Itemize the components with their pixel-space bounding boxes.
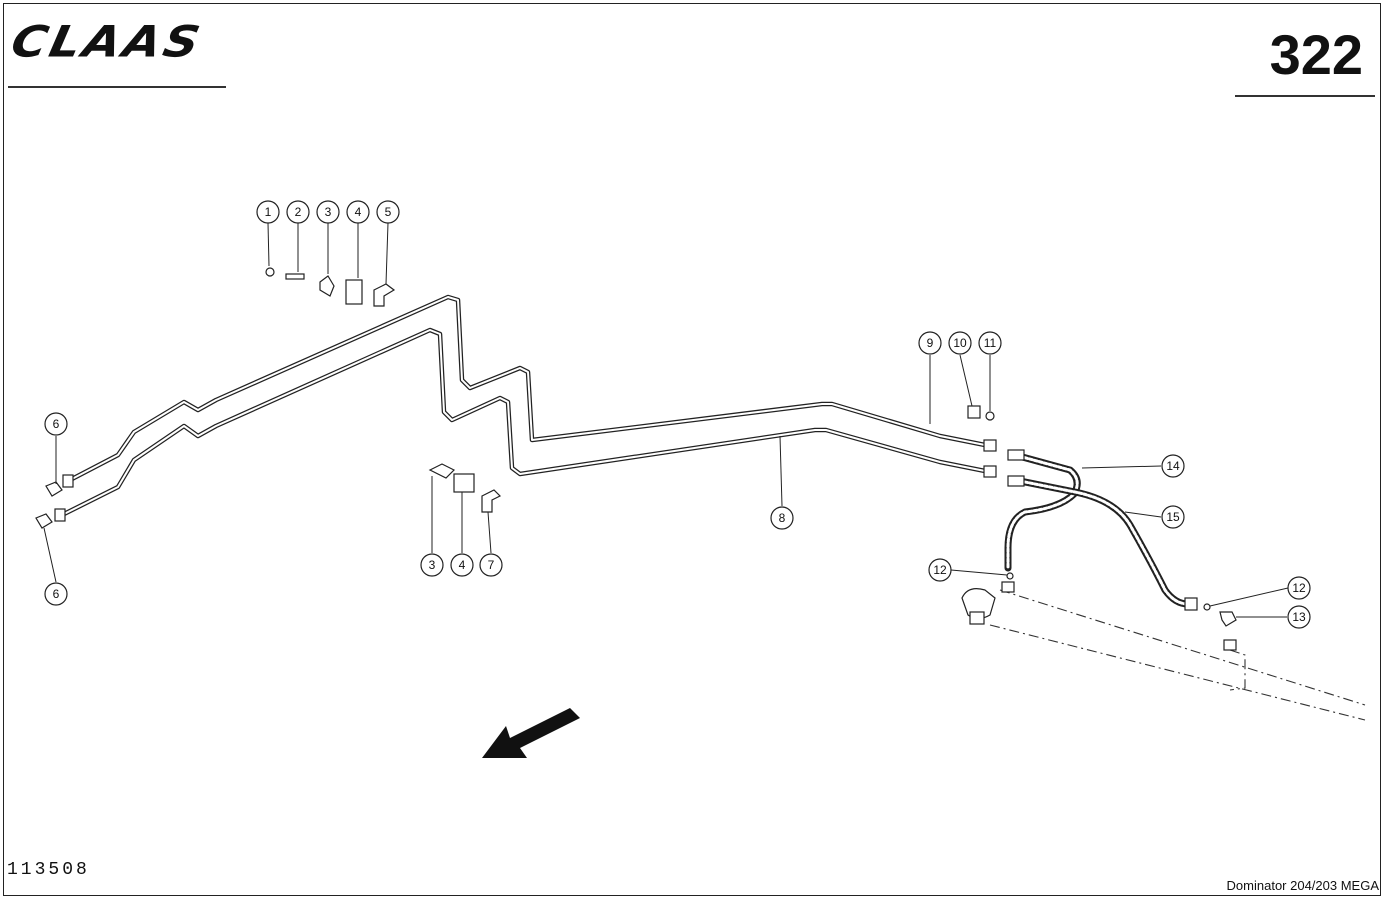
cylinder-port-right <box>1223 639 1237 651</box>
callout-5: 5 <box>376 200 400 224</box>
part-clamp-3 <box>319 275 335 297</box>
svg-text:7: 7 <box>488 558 495 572</box>
svg-text:12: 12 <box>1292 581 1306 595</box>
cylinder-end-fitting <box>969 611 985 625</box>
hose-fitting-15 <box>1007 475 1025 487</box>
drawing-frame <box>3 3 1381 896</box>
callout-12b: 12 <box>1287 576 1311 600</box>
pipe-upper <box>68 294 991 482</box>
callout-3a: 3 <box>316 200 340 224</box>
callout-3b: 3 <box>420 553 444 577</box>
svg-text:3: 3 <box>325 205 332 219</box>
cylinder-port-left <box>1001 581 1015 593</box>
hose-15 <box>1011 476 1192 608</box>
part-seal-12b <box>1203 603 1211 611</box>
part-washer-11 <box>985 411 995 421</box>
model-label: Dominator 204/203 MEGA <box>1226 878 1379 893</box>
page-number: 322 <box>1269 23 1363 86</box>
hose-end-15 <box>1184 597 1198 611</box>
pipe-nut-left-lower <box>54 508 66 522</box>
leader-lines <box>43 222 1289 618</box>
pipe-nut-left-upper <box>62 474 74 488</box>
svg-text:8: 8 <box>779 511 786 525</box>
svg-text:12: 12 <box>933 563 947 577</box>
svg-text:14: 14 <box>1166 459 1180 473</box>
hose-fitting-14 <box>1007 449 1025 461</box>
callout-9: 9 <box>918 331 942 355</box>
callout-11: 11 <box>978 331 1002 355</box>
callout-6b: 6 <box>44 582 68 606</box>
callout-7: 7 <box>479 553 503 577</box>
svg-text:4: 4 <box>355 205 362 219</box>
part-nut-10 <box>967 405 981 419</box>
hose-14 <box>1004 451 1081 572</box>
callout-14: 14 <box>1161 454 1185 478</box>
svg-text:6: 6 <box>53 417 60 431</box>
drawing-number: 113508 <box>7 860 90 880</box>
pipe-nut-right-lower <box>983 465 997 478</box>
callout-1: 1 <box>256 200 280 224</box>
page-number-underline <box>1235 95 1375 97</box>
callout-13: 13 <box>1287 605 1311 629</box>
logo-underline <box>8 86 226 88</box>
hydraulic-cylinder <box>961 581 1366 721</box>
pipe-nut-right-upper <box>983 439 997 452</box>
part-clamp-block-4b <box>453 473 475 493</box>
callout-4a: 4 <box>346 200 370 224</box>
part-bolt-2 <box>285 273 305 280</box>
svg-text:4: 4 <box>459 558 466 572</box>
svg-text:11: 11 <box>984 336 997 350</box>
svg-text:5: 5 <box>385 205 392 219</box>
callout-12a: 12 <box>928 558 952 582</box>
part-clip-6-lower <box>35 513 53 529</box>
pipe-lower <box>60 327 991 518</box>
part-elbow-13 <box>1219 611 1237 627</box>
svg-text:13: 13 <box>1292 610 1306 624</box>
callout-4b: 4 <box>450 553 474 577</box>
svg-text:10: 10 <box>953 336 967 350</box>
svg-text:9: 9 <box>927 336 934 350</box>
arrow-down-left-icon <box>482 708 580 758</box>
callout-10: 10 <box>948 331 972 355</box>
callout-6a: 6 <box>44 412 68 436</box>
callout-2: 2 <box>286 200 310 224</box>
part-bracket-7 <box>481 489 502 513</box>
part-clip-6-upper <box>45 481 63 497</box>
svg-text:15: 15 <box>1166 510 1180 524</box>
part-bracket-5 <box>373 283 396 307</box>
callout-8: 8 <box>770 506 794 530</box>
part-seal-12a <box>1006 572 1014 580</box>
svg-text:3: 3 <box>429 558 436 572</box>
part-clamp-3b <box>428 463 456 479</box>
svg-text:2: 2 <box>295 205 302 219</box>
svg-text:6: 6 <box>53 587 60 601</box>
svg-text:1: 1 <box>265 205 272 219</box>
part-nut-1 <box>265 267 275 277</box>
part-clamp-block-4 <box>345 279 363 305</box>
callout-15: 15 <box>1161 505 1185 529</box>
